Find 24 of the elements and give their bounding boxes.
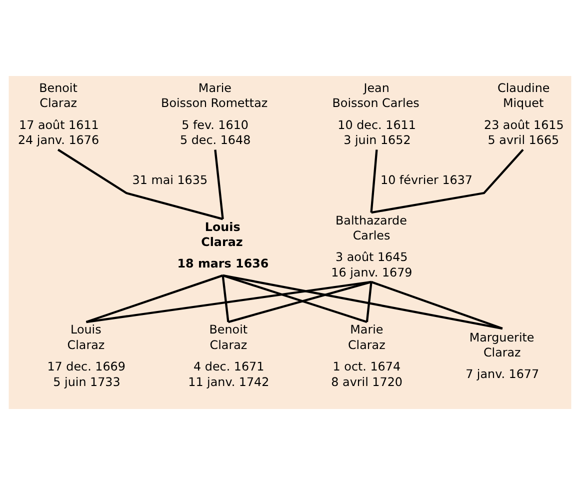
node-text: Marie Claraz 1 oct. 1674 8 avril 1720 [331,322,402,389]
node-text: Benoit Claraz 4 dec. 1671 11 janv. 1742 [188,322,270,389]
connector [86,280,372,324]
connector [214,150,224,220]
connector [222,274,503,330]
node-text: Louis Claraz 17 dec. 1669 5 juin 1733 [47,322,126,389]
connector [222,275,230,322]
connector [222,274,368,324]
connector [57,148,224,220]
edge-label: 10 février 1637 [380,173,473,188]
node-text: Marie Boisson Romettaz 5 fev. 1610 5 dec. 1648 [161,81,268,148]
connector [371,148,524,214]
node-text: Jean Boisson Carles 10 dec. 1611 3 juin 1652 [332,81,420,148]
connector [370,150,378,213]
connector [366,282,372,322]
node-text: Claudine Miquet 23 août 1615 5 avril 1665 [484,81,564,148]
node-text: Marguerite Claraz 7 janv. 1677 [466,330,540,382]
node-text: Balthazarde Carles 3 août 1645 16 janv. 1679 [331,213,412,280]
connector [370,280,503,330]
node-text: Louis Claraz 18 mars 1636 [177,220,269,271]
edge-label: 31 mai 1635 [132,173,208,188]
connector [228,280,372,324]
node-text: Benoit Claraz 17 août 1611 24 janv. 1676 [18,81,100,148]
connector [86,274,224,324]
